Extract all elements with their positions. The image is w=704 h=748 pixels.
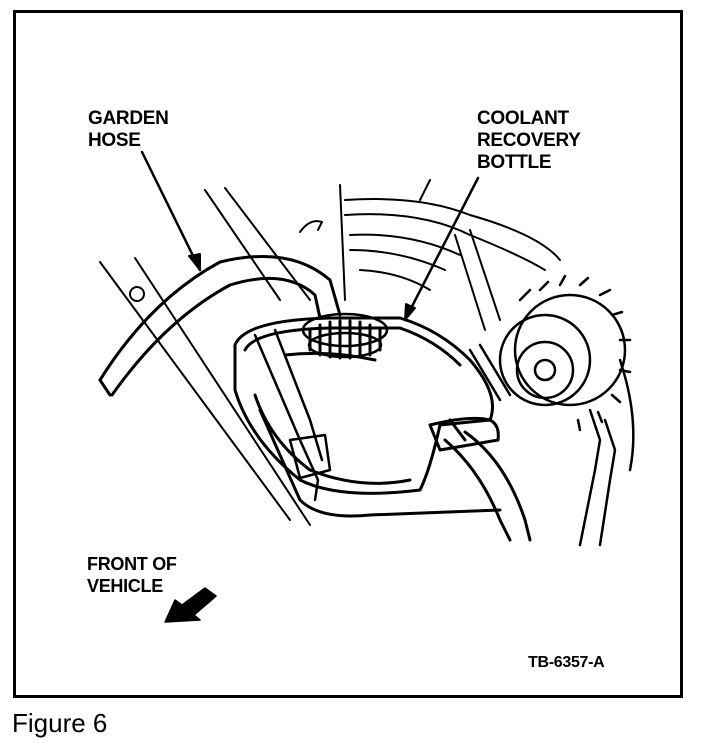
engine-structure-lines — [99, 179, 561, 526]
garden-hose — [98, 255, 342, 397]
coolant-recovery-bottle — [233, 316, 502, 518]
front-direction-arrow-icon — [164, 587, 217, 623]
coolant-arrowhead — [404, 303, 416, 321]
alternator — [468, 274, 635, 547]
overflow-tube — [428, 416, 532, 542]
clip-icon — [299, 220, 323, 233]
figure-caption: Figure 6 — [12, 708, 108, 738]
figure-frame — [13, 10, 683, 698]
figure-code: TB-6357-A — [528, 654, 605, 671]
leader-lines — [140, 150, 480, 322]
garden-hose-label: GARDEN HOSE — [88, 108, 169, 151]
garden-hose-arrowhead — [188, 253, 201, 271]
front-of-vehicle-label: FRONT OF VEHICLE — [87, 554, 177, 596]
bolt-icon — [129, 286, 145, 302]
coolant-bottle-label: COOLANT RECOVERY BOTTLE — [477, 108, 581, 173]
garden-hose-leader — [140, 150, 202, 272]
bottle-bracket — [253, 328, 332, 502]
bottle-cap — [301, 312, 389, 360]
coolant-bottle-leader — [403, 176, 480, 322]
